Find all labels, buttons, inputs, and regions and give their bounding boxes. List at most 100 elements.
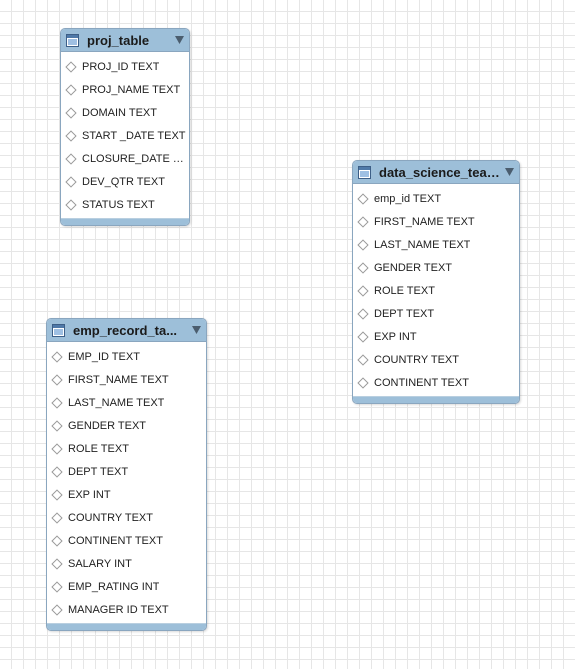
column-label: DEV_QTR TEXT (82, 175, 165, 188)
column-diamond-icon (357, 215, 369, 228)
column-item[interactable]: DEPT TEXT (47, 460, 206, 483)
entity-emp-record-table[interactable]: emp_record_ta... EMP_ID TEXT FIRST_NAME … (46, 318, 207, 631)
column-diamond-icon (51, 580, 63, 593)
column-diamond-icon (65, 83, 77, 96)
entity-title: emp_record_ta... (73, 322, 178, 338)
entity-header[interactable]: emp_record_ta... (47, 319, 206, 342)
column-diamond-icon (51, 603, 63, 616)
column-diamond-icon (51, 396, 63, 409)
column-diamond-icon (51, 419, 63, 432)
column-label: ROLE TEXT (374, 284, 435, 297)
column-diamond-icon (65, 60, 77, 73)
column-label: COUNTRY TEXT (68, 511, 153, 524)
column-diamond-icon (65, 129, 77, 142)
column-diamond-icon (357, 353, 369, 366)
chevron-down-icon[interactable] (174, 35, 185, 45)
column-label: CONTINENT TEXT (374, 376, 469, 389)
column-item[interactable]: COUNTRY TEXT (47, 506, 206, 529)
table-icon (52, 323, 65, 337)
entity-proj-table[interactable]: proj_table PROJ_ID TEXT PROJ_NAME TEXT D… (60, 28, 190, 226)
entity-header[interactable]: proj_table (61, 29, 189, 52)
column-list: PROJ_ID TEXT PROJ_NAME TEXT DOMAIN TEXT … (61, 52, 189, 218)
column-label: EMP_ID TEXT (68, 350, 140, 363)
column-label: CONTINENT TEXT (68, 534, 163, 547)
column-label: CLOSURE_DATE TE... (82, 152, 189, 165)
column-item[interactable]: PROJ_NAME TEXT (61, 78, 189, 101)
column-item[interactable]: MANAGER ID TEXT (47, 598, 206, 621)
column-label: COUNTRY TEXT (374, 353, 459, 366)
column-diamond-icon (65, 152, 77, 165)
entity-title: data_science_team... (379, 164, 501, 180)
column-item[interactable]: CLOSURE_DATE TE... (61, 147, 189, 170)
column-item[interactable]: CONTINENT TEXT (353, 371, 519, 394)
column-label: emp_id TEXT (374, 192, 442, 205)
column-diamond-icon (357, 330, 369, 343)
column-diamond-icon (65, 175, 77, 188)
table-icon (66, 33, 79, 47)
column-diamond-icon (51, 465, 63, 478)
column-item[interactable]: EXP INT (47, 483, 206, 506)
entity-footer (61, 218, 189, 225)
column-label: EXP INT (68, 488, 111, 501)
column-item[interactable]: LAST_NAME TEXT (47, 391, 206, 414)
column-label: DOMAIN TEXT (82, 106, 157, 119)
column-label: SALARY INT (68, 557, 132, 570)
column-diamond-icon (357, 376, 369, 389)
column-label: STATUS TEXT (82, 198, 155, 211)
column-label: GENDER TEXT (374, 261, 453, 274)
entity-footer (353, 396, 519, 403)
column-label: GENDER TEXT (68, 419, 147, 432)
column-label: LAST_NAME TEXT (68, 396, 165, 409)
column-item[interactable]: GENDER TEXT (353, 256, 519, 279)
column-label: FIRST_NAME TEXT (68, 373, 169, 386)
column-item[interactable]: DEV_QTR TEXT (61, 170, 189, 193)
column-item[interactable]: ROLE TEXT (353, 279, 519, 302)
column-item[interactable]: START _DATE TEXT (61, 124, 189, 147)
column-diamond-icon (357, 261, 369, 274)
column-item[interactable]: CONTINENT TEXT (47, 529, 206, 552)
column-item[interactable]: ROLE TEXT (47, 437, 206, 460)
column-item[interactable]: EMP_RATING INT (47, 575, 206, 598)
column-label: PROJ_NAME TEXT (82, 83, 181, 96)
column-label: PROJ_ID TEXT (82, 60, 160, 73)
column-item[interactable]: emp_id TEXT (353, 187, 519, 210)
column-diamond-icon (65, 198, 77, 211)
column-item[interactable]: FIRST_NAME TEXT (353, 210, 519, 233)
column-diamond-icon (51, 488, 63, 501)
column-item[interactable]: STATUS TEXT (61, 193, 189, 216)
column-diamond-icon (51, 557, 63, 570)
column-diamond-icon (51, 350, 63, 363)
table-icon (358, 165, 371, 179)
column-item[interactable]: EXP INT (353, 325, 519, 348)
chevron-down-icon[interactable] (191, 325, 202, 335)
entity-title: proj_table (87, 32, 150, 48)
column-label: LAST_NAME TEXT (374, 238, 471, 251)
column-item[interactable]: SALARY INT (47, 552, 206, 575)
column-item[interactable]: DOMAIN TEXT (61, 101, 189, 124)
column-list: emp_id TEXT FIRST_NAME TEXT LAST_NAME TE… (353, 184, 519, 396)
entity-header[interactable]: data_science_team... (353, 161, 519, 184)
column-item[interactable]: LAST_NAME TEXT (353, 233, 519, 256)
column-label: EXP INT (374, 330, 417, 343)
column-diamond-icon (357, 284, 369, 297)
column-label: MANAGER ID TEXT (68, 603, 169, 616)
column-label: ROLE TEXT (68, 442, 129, 455)
chevron-down-icon[interactable] (504, 167, 515, 177)
column-list: EMP_ID TEXT FIRST_NAME TEXT LAST_NAME TE… (47, 342, 206, 623)
column-item[interactable]: PROJ_ID TEXT (61, 55, 189, 78)
column-label: START _DATE TEXT (82, 129, 186, 142)
column-label: DEPT TEXT (374, 307, 435, 320)
column-label: FIRST_NAME TEXT (374, 215, 475, 228)
column-diamond-icon (357, 307, 369, 320)
column-diamond-icon (51, 373, 63, 386)
column-item[interactable]: COUNTRY TEXT (353, 348, 519, 371)
entity-data-science-team[interactable]: data_science_team... emp_id TEXT FIRST_N… (352, 160, 520, 404)
entity-footer (47, 623, 206, 630)
column-item[interactable]: DEPT TEXT (353, 302, 519, 325)
column-item[interactable]: GENDER TEXT (47, 414, 206, 437)
column-diamond-icon (51, 511, 63, 524)
column-item[interactable]: FIRST_NAME TEXT (47, 368, 206, 391)
column-item[interactable]: EMP_ID TEXT (47, 345, 206, 368)
column-diamond-icon (51, 534, 63, 547)
column-label: EMP_RATING INT (68, 580, 160, 593)
